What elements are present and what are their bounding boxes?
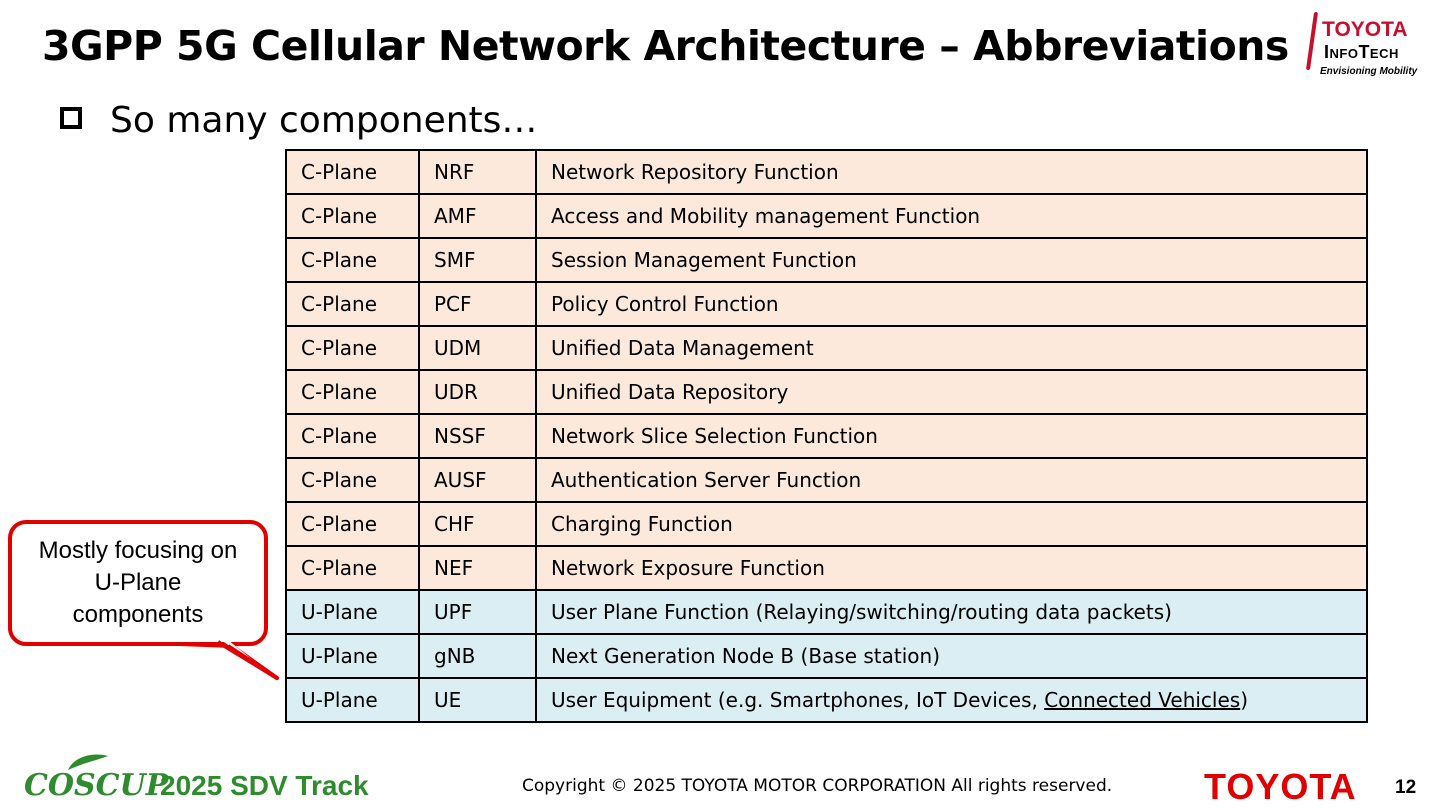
abbr-cell: PCF (418, 281, 537, 327)
plane-cell: C-Plane (285, 457, 420, 503)
plane-cell: U-Plane (285, 677, 420, 723)
callout-box: Mostly focusing on U-Plane components (8, 520, 268, 646)
coscup-logo-text: COSCUP (24, 768, 169, 803)
abbr-cell: NSSF (418, 413, 537, 459)
logo-accent-bar (1305, 12, 1319, 70)
description-cell: Unified Data Management (535, 325, 1368, 371)
description-cell: Next Generation Node B (Base station) (535, 633, 1368, 679)
description-cell: Session Management Function (535, 237, 1368, 283)
page-number: 12 (1395, 777, 1417, 798)
abbr-cell: UDR (418, 369, 537, 415)
abbr-cell: CHF (418, 501, 537, 547)
description-cell: User Plane Function (Relaying/switching/… (535, 589, 1368, 635)
abbr-cell: UE (418, 677, 537, 723)
description-cell: Unified Data Repository (535, 369, 1368, 415)
abbr-cell: AMF (418, 193, 537, 239)
description-text: User Equipment (e.g. Smartphones, IoT De… (551, 688, 1045, 712)
plane-cell: U-Plane (285, 633, 420, 679)
abbr-cell: SMF (418, 237, 537, 283)
toyota-infotech-logo: TOYOTA InfoTech Envisioning Mobility (1305, 10, 1426, 80)
plane-cell: U-Plane (285, 589, 420, 635)
toyota-footer-logo: TOYOTA (1204, 766, 1357, 807)
logo-line1: TOYOTA (1322, 18, 1408, 41)
description-cell: Access and Mobility management Function (535, 193, 1368, 239)
plane-cell: C-Plane (285, 149, 420, 195)
description-cell: User Equipment (e.g. Smartphones, IoT De… (535, 677, 1368, 723)
square-bullet-icon (60, 107, 82, 129)
slide-title: 3GPP 5G Cellular Network Architecture – … (42, 22, 1289, 70)
plane-cell: C-Plane (285, 193, 420, 239)
connected-vehicles-link[interactable]: Connected Vehicles (1044, 688, 1241, 712)
abbr-cell: gNB (418, 633, 537, 679)
plane-cell: C-Plane (285, 545, 420, 591)
description-cell: Authentication Server Function (535, 457, 1368, 503)
plane-cell: C-Plane (285, 501, 420, 547)
abbr-cell: UDM (418, 325, 537, 371)
description-cell: Network Repository Function (535, 149, 1368, 195)
callout-line3: components (72, 601, 204, 628)
coscup-leaf-icon (68, 754, 108, 770)
callout-line2: U-Plane (94, 569, 182, 596)
abbr-cell: NEF (418, 545, 537, 591)
logo-line2: InfoTech (1324, 42, 1399, 62)
plane-cell: C-Plane (285, 325, 420, 371)
description-end: ) (1240, 688, 1249, 712)
bullet-text: So many components… (110, 100, 538, 141)
plane-cell: C-Plane (285, 237, 420, 283)
callout-line1: Mostly focusing on (38, 537, 238, 564)
description-cell: Charging Function (535, 501, 1368, 547)
abbr-cell: AUSF (418, 457, 537, 503)
copyright-text: Copyright © 2025 TOYOTA MOTOR CORPORATIO… (522, 776, 1113, 796)
plane-cell: C-Plane (285, 413, 420, 459)
logo-tagline: Envisioning Mobility (1320, 66, 1418, 77)
plane-cell: C-Plane (285, 369, 420, 415)
description-cell: Network Slice Selection Function (535, 413, 1368, 459)
footer-track: 2025 SDV Track (160, 770, 369, 801)
description-cell: Network Exposure Function (535, 545, 1368, 591)
abbr-cell: UPF (418, 589, 537, 635)
description-cell: Policy Control Function (535, 281, 1368, 327)
plane-cell: C-Plane (285, 281, 420, 327)
abbr-cell: NRF (418, 149, 537, 195)
